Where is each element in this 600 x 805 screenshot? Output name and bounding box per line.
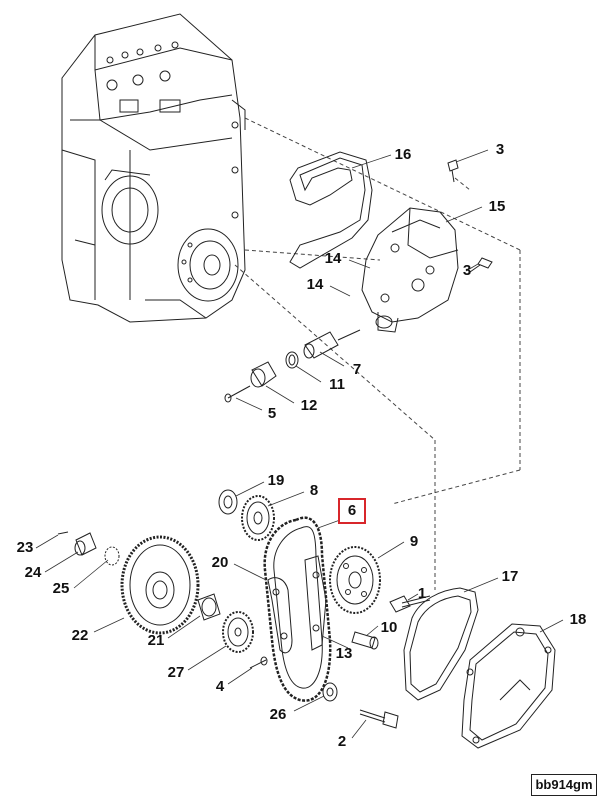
callout-11: 11 <box>329 376 345 393</box>
callout-3-top: 3 <box>495 141 505 158</box>
callout-26: 26 <box>269 706 287 723</box>
callout-13: 13 <box>335 645 353 662</box>
drawing-code-label: bb914gm <box>531 774 597 796</box>
timing-chain <box>263 516 332 702</box>
callout-20: 20 <box>211 554 229 571</box>
gear-27 <box>222 611 254 653</box>
cover-gasket <box>403 587 479 701</box>
callout-18: 18 <box>569 611 587 628</box>
callout-16: 16 <box>394 146 412 163</box>
front-cover-gasket <box>289 151 373 269</box>
callout-6-highlighted: 6 <box>338 498 366 524</box>
callout-5: 5 <box>267 405 277 422</box>
callout-25: 25 <box>52 580 70 597</box>
callout-21: 21 <box>147 632 165 649</box>
callout-15: 15 <box>488 198 506 215</box>
oil-pump-housing <box>361 207 459 333</box>
shaft-parts <box>224 329 361 403</box>
gear-8 <box>241 495 275 541</box>
idler-parts <box>57 531 120 566</box>
callout-10: 10 <box>380 619 398 636</box>
timing-cover <box>461 623 556 749</box>
callout-22: 22 <box>71 627 89 644</box>
gear-9 <box>329 546 381 614</box>
callout-2: 2 <box>337 733 347 750</box>
leader-lines <box>35 149 564 739</box>
callout-12: 12 <box>300 397 318 414</box>
crank-gear-22 <box>120 535 200 635</box>
chain-guides <box>267 555 327 654</box>
screws-3 <box>447 159 493 273</box>
washer <box>218 489 238 515</box>
callout-24: 24 <box>24 564 42 581</box>
callout-14-lower: 14 <box>306 276 324 293</box>
callout-23: 23 <box>16 539 34 556</box>
callout-17: 17 <box>501 568 519 585</box>
callout-1: 1 <box>417 585 427 602</box>
callout-9: 9 <box>409 533 419 550</box>
callout-4: 4 <box>215 678 225 695</box>
callout-14-upper: 14 <box>324 250 342 267</box>
engine-block <box>61 13 246 323</box>
callout-8: 8 <box>309 482 319 499</box>
callout-19: 19 <box>267 472 285 489</box>
callout-27: 27 <box>167 664 185 681</box>
callout-7: 7 <box>352 361 362 378</box>
bolt-2 <box>359 709 399 729</box>
callout-3-right: 3 <box>462 262 472 279</box>
